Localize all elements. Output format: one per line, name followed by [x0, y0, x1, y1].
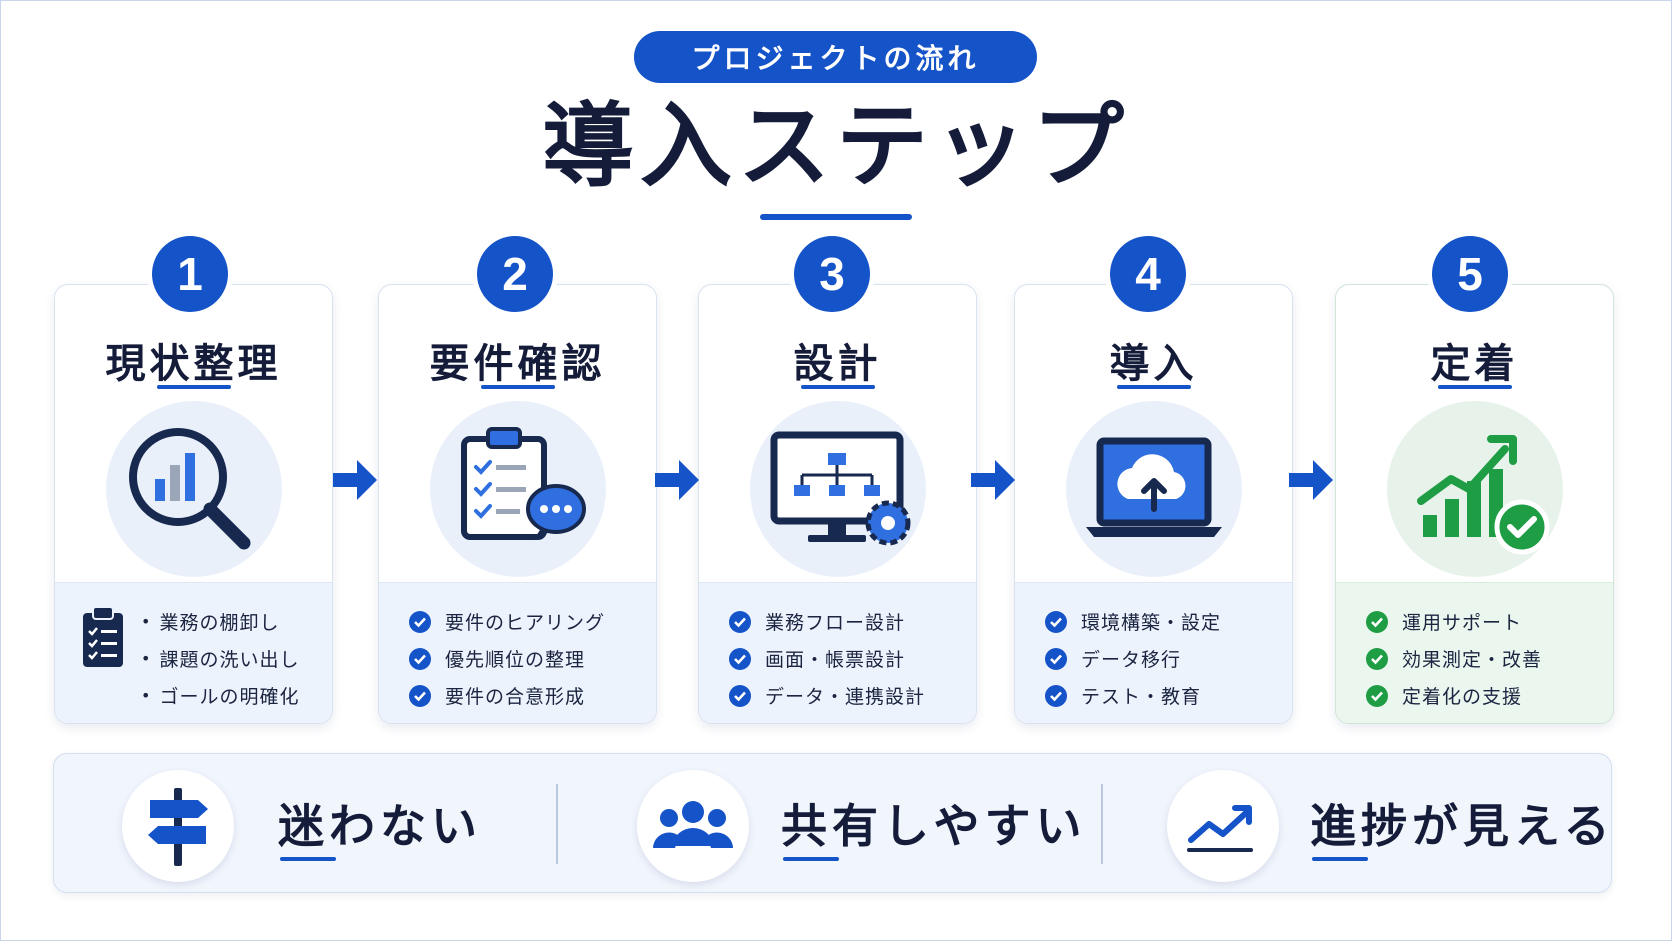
list-item: 優先順位の整理 [409, 640, 605, 677]
page-title: 導入ステップ [541, 93, 1130, 200]
list-item-label: 優先順位の整理 [445, 649, 586, 671]
list-item: ゴールの明確化 [141, 677, 299, 714]
list-item: データ移行 [1045, 640, 1221, 677]
list-item: テスト・教育 [1045, 677, 1221, 714]
list-item-label: データ・連携設計 [765, 686, 926, 708]
list-item-label: 画面・帳票設計 [765, 649, 906, 671]
step-card-4: 導入 環境構築・設定 データ移行 テスト・教育 [1014, 284, 1293, 724]
list-item-label: 定着化の支援 [1402, 686, 1523, 708]
list-item-label: 要件の合意形成 [445, 686, 586, 708]
step-card-2: 要件確認 要件のヒアリング 優先順位の整理 要件の合意形成 [378, 284, 657, 724]
feature-underline [783, 857, 839, 861]
check-icon [729, 610, 751, 633]
feature-label: 迷わない [278, 799, 482, 853]
check-icon [729, 684, 751, 707]
title-underline [760, 214, 912, 220]
arrow-right-icon [1289, 460, 1333, 500]
feature-label: 進捗が見える [1310, 799, 1615, 853]
step-title-underline [156, 385, 231, 389]
team-icon [637, 770, 749, 882]
list-item: 環境構築・設定 [1045, 603, 1221, 640]
arrow-right-icon [655, 460, 699, 500]
list-item: 要件のヒアリング [409, 603, 605, 640]
step-number-5: 5 [1432, 236, 1508, 312]
features-strip: 迷わない 共有しやすい 進捗が見える [53, 753, 1612, 893]
check-icon [409, 647, 431, 670]
clipboard-chat-icon [429, 401, 606, 577]
list-item-label: 運用サポート [1402, 612, 1523, 634]
step-title-underline [1437, 385, 1512, 389]
step-card-1: 現状整理 業務の棚卸し 課題の洗い出し ゴールの明確化 [54, 284, 333, 724]
magnifier-chart-icon [105, 401, 282, 577]
list-item-label: テスト・教育 [1081, 686, 1202, 708]
check-icon [409, 610, 431, 633]
check-icon [729, 647, 751, 670]
arrow-right-icon [333, 460, 377, 500]
step-number-1: 1 [152, 236, 228, 312]
step-title: 要件確認 [429, 341, 606, 387]
feature-underline [1312, 857, 1368, 861]
list-item-label: 効果測定・改善 [1402, 649, 1543, 671]
list-item-label: 業務フロー設計 [765, 612, 906, 634]
list-item: 画面・帳票設計 [729, 640, 925, 677]
feature-underline [280, 857, 336, 861]
feature-label: 共有しやすい [781, 799, 1087, 853]
list-item: 課題の洗い出し [141, 640, 299, 677]
list-item: 業務フロー設計 [729, 603, 925, 640]
check-icon [409, 684, 431, 707]
clipboard-icon [83, 606, 123, 667]
check-icon [1366, 647, 1388, 670]
step-title: 設計 [793, 341, 882, 387]
check-icon [1366, 610, 1388, 633]
section-pill: プロジェクトの流れ [634, 31, 1037, 83]
divider [556, 784, 558, 864]
laptop-cloud-upload-icon [1065, 401, 1242, 577]
list-item-label: 環境構築・設定 [1081, 612, 1222, 634]
step-title-underline [480, 385, 555, 389]
trend-line-icon [1167, 770, 1279, 882]
step-title: 定着 [1430, 341, 1519, 387]
step-title-underline [800, 385, 875, 389]
growth-chart-check-icon [1386, 401, 1563, 577]
list-item: 要件の合意形成 [409, 677, 605, 714]
list-item: 業務の棚卸し [141, 603, 299, 640]
list-item: 定着化の支援 [1366, 677, 1542, 714]
step-title: 現状整理 [105, 341, 282, 387]
divider [1101, 784, 1103, 864]
list-item-label: データ移行 [1081, 649, 1182, 671]
step-number-2: 2 [477, 236, 553, 312]
step-card-5: 定着 運用サポート 効果測定・改善 定着化の支援 [1335, 284, 1614, 724]
arrow-right-icon [971, 460, 1015, 500]
check-icon [1366, 684, 1388, 707]
step-number-4: 4 [1110, 236, 1186, 312]
step-card-3: 設計 業務フロー設計 画面・帳票設計 データ・連携設計 [698, 284, 977, 724]
signpost-icon [122, 770, 234, 882]
check-icon [1045, 647, 1067, 670]
step-number-3: 3 [794, 236, 870, 312]
check-icon [1045, 610, 1067, 633]
list-item: 効果測定・改善 [1366, 640, 1542, 677]
list-item: 運用サポート [1366, 603, 1542, 640]
check-icon [1045, 684, 1067, 707]
list-item-label: 要件のヒアリング [445, 612, 606, 634]
monitor-diagram-gear-icon [749, 401, 926, 577]
step-title: 導入 [1109, 341, 1198, 387]
step-title-underline [1116, 385, 1191, 389]
list-item: データ・連携設計 [729, 677, 925, 714]
